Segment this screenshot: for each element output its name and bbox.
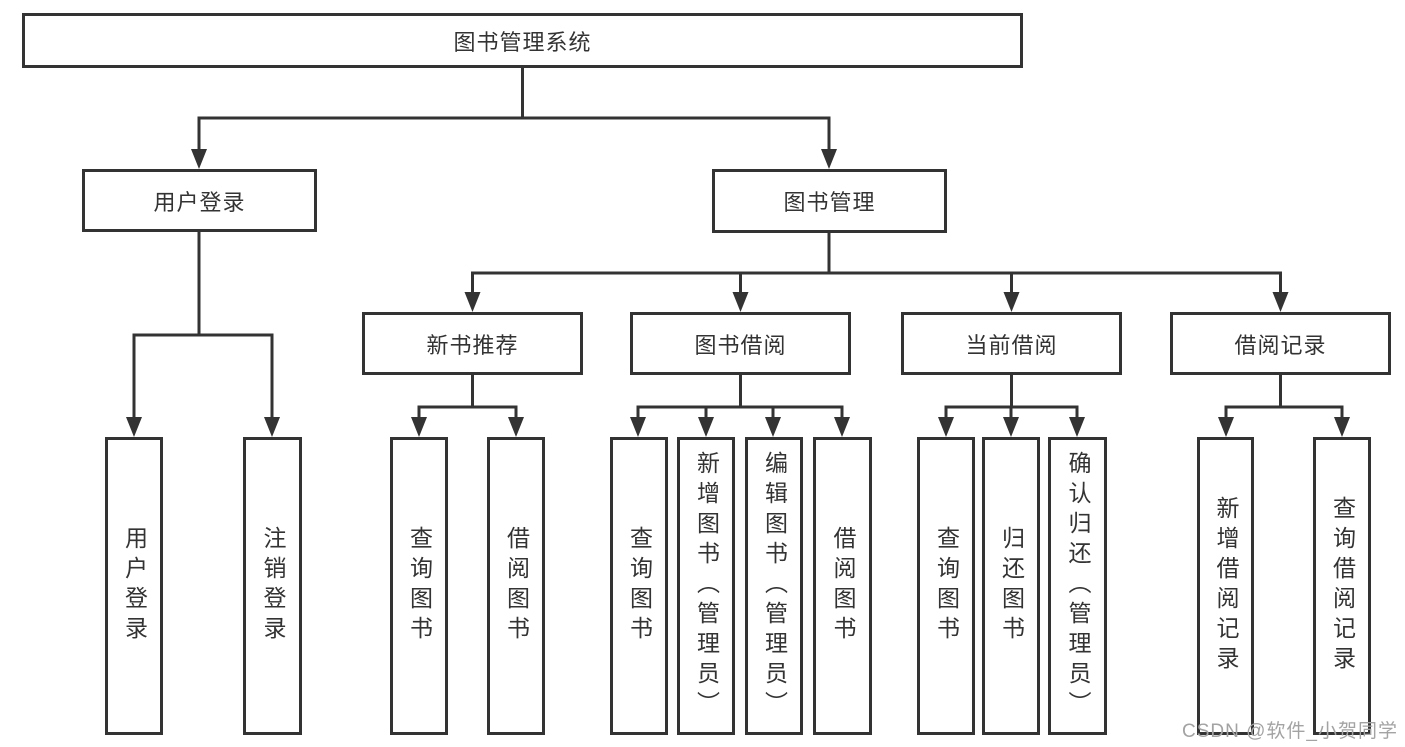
node-current-borrow: 当前借阅	[901, 312, 1122, 375]
leaf-borrow-books-newbook: 借阅图书	[487, 437, 545, 735]
arrow-icon	[1334, 417, 1350, 437]
node-book-borrow: 图书借阅	[630, 312, 851, 375]
connector-records-splitter	[1224, 405, 1344, 419]
arrow-icon	[765, 417, 781, 437]
arrow-icon	[1272, 292, 1289, 312]
leaf-borrow-books-borrow: 借阅图书	[813, 437, 872, 735]
leaf-confirm-return-admin: 确认归还（管理员）	[1048, 437, 1107, 735]
arrow-icon	[630, 417, 646, 437]
watermark: CSDN @软件_小贺同学	[1182, 721, 1398, 742]
leaf-add-borrow-record: 新增借阅记录	[1197, 437, 1254, 735]
node-borrow-records: 借阅记录	[1170, 312, 1391, 375]
arrow-icon	[698, 417, 714, 437]
arrow-icon	[732, 292, 749, 312]
leaf-add-book-admin: 新增图书（管理员）	[677, 437, 735, 735]
connector-user-login-splitter	[132, 333, 274, 419]
leaf-query-borrow-record: 查询借阅记录	[1313, 437, 1371, 735]
leaf-query-books-current: 查询图书	[917, 437, 975, 735]
connector-level3-splitter	[471, 271, 1282, 294]
node-new-book-recommend: 新书推荐	[362, 312, 583, 375]
arrow-icon	[1218, 417, 1234, 437]
arrow-icon	[464, 292, 481, 312]
leaf-user-login: 用户登录	[105, 437, 163, 735]
leaf-query-books-newbook: 查询图书	[390, 437, 448, 735]
arrow-icon	[264, 417, 280, 437]
connector-newbook-splitter	[417, 405, 518, 419]
arrow-icon	[508, 417, 524, 437]
node-user-login-branch: 用户登录	[82, 169, 317, 232]
arrow-icon	[821, 149, 837, 169]
arrow-icon	[411, 417, 427, 437]
arrow-icon	[1003, 417, 1019, 437]
node-book-management: 图书管理	[712, 169, 947, 233]
leaf-logout: 注销登录	[243, 437, 302, 735]
leaf-return-book: 归还图书	[982, 437, 1040, 735]
connector-borrow-splitter	[636, 405, 844, 419]
leaf-edit-book-admin: 编辑图书（管理员）	[745, 437, 803, 735]
arrow-icon	[834, 417, 850, 437]
arrow-icon	[938, 417, 954, 437]
arrow-icon	[126, 417, 142, 437]
leaf-query-books-borrow: 查询图书	[610, 437, 668, 735]
arrow-icon	[1003, 292, 1020, 312]
arrow-icon	[1069, 417, 1085, 437]
connector-level2-splitter	[197, 116, 831, 151]
arrow-icon	[191, 149, 207, 169]
node-root: 图书管理系统	[22, 13, 1023, 68]
arrowheads	[126, 149, 1350, 437]
